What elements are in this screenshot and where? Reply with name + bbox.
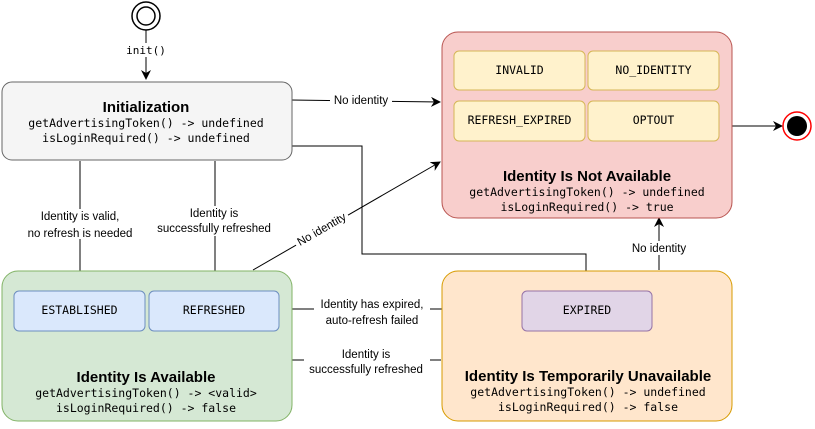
not-available-line1: getAdvertisingToken() -> undefined — [469, 185, 704, 199]
substate-no-identity: NO_IDENTITY — [587, 50, 720, 91]
label-expired-autorefresh-2: auto-refresh failed — [326, 315, 419, 327]
temp-unavailable-line1: getAdvertisingToken() -> undefined — [470, 385, 705, 399]
label-temp-no-identity: No identity — [632, 243, 687, 255]
label-temp-refreshed-1: Identity is — [342, 349, 391, 361]
substate-optout-label: OPTOUT — [633, 113, 675, 127]
state-not-available: INVALID NO_IDENTITY REFRESH_EXPIRED OPTO… — [441, 31, 733, 219]
initialization-line1: getAdvertisingToken() -> undefined — [28, 116, 263, 130]
edge-init-expired — [291, 145, 591, 290]
initialization-line2: isLoginRequired() -> undefined — [42, 131, 250, 145]
substate-optout: OPTOUT — [587, 100, 720, 142]
state-available: ESTABLISHED REFRESHED Identity Is Availa… — [1, 270, 293, 422]
end-node — [782, 111, 812, 141]
substate-invalid-label: INVALID — [495, 63, 544, 77]
label-init-refreshed-2: successfully refreshed — [157, 223, 271, 235]
state-temporarily-unavailable: EXPIRED Identity Is Temporarily Unavaila… — [441, 270, 733, 422]
initialization-title: Initialization — [103, 99, 190, 116]
substate-refresh-expired-label: REFRESH_EXPIRED — [468, 113, 572, 127]
substate-expired-label: EXPIRED — [563, 303, 612, 317]
substate-expired: EXPIRED — [521, 290, 653, 332]
start-label: init() — [126, 44, 166, 57]
substate-invalid: INVALID — [453, 50, 586, 91]
label-init-refreshed-1: Identity is — [190, 208, 239, 220]
start-node — [131, 1, 161, 31]
label-expired-autorefresh-1: Identity has expired, — [321, 299, 424, 311]
substate-no-identity-label: NO_IDENTITY — [615, 63, 691, 77]
substate-refreshed-label: REFRESHED — [183, 303, 245, 317]
not-available-line2: isLoginRequired() -> true — [500, 200, 673, 214]
label-init-valid-1: Identity is valid, — [41, 211, 120, 223]
temp-unavailable-line2: isLoginRequired() -> false — [498, 400, 678, 414]
available-line2: isLoginRequired() -> false — [56, 401, 236, 415]
substate-established-label: ESTABLISHED — [41, 303, 117, 317]
label-init-no-identity: No identity — [334, 95, 389, 107]
available-line1: getAdvertisingToken() -> <valid> — [35, 386, 257, 400]
temp-unavailable-title: Identity Is Temporarily Unavailable — [465, 368, 711, 385]
label-init-valid-2: no refresh is needed — [28, 228, 133, 240]
state-initialization: Initialization getAdvertisingToken() -> … — [1, 81, 293, 161]
substate-refreshed: REFRESHED — [148, 290, 280, 332]
substate-refresh-expired: REFRESH_EXPIRED — [453, 100, 586, 142]
substate-established: ESTABLISHED — [13, 290, 146, 332]
available-title: Identity Is Available — [77, 369, 216, 386]
not-available-title: Identity Is Not Available — [503, 168, 671, 185]
label-available-no-identity: No identity — [295, 211, 348, 249]
label-temp-refreshed-2: successfully refreshed — [309, 364, 423, 376]
end-node-inner — [787, 116, 807, 136]
